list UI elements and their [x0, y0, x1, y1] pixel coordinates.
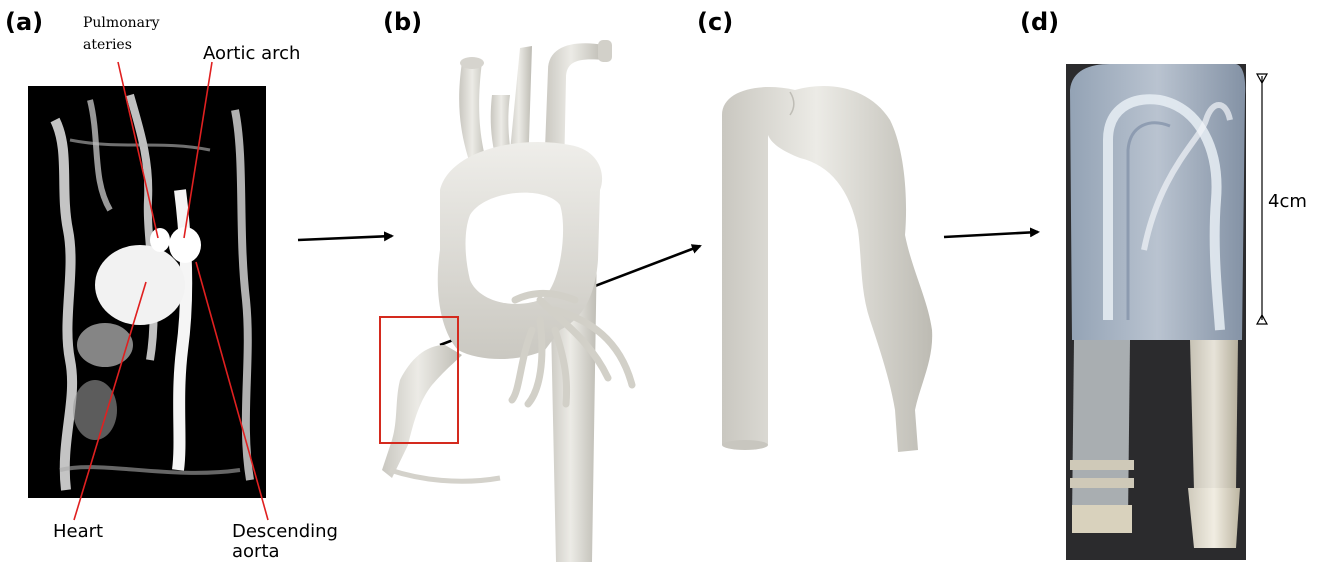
mri-image: [28, 86, 266, 498]
label-pulmonary-line2: ateries: [83, 34, 160, 56]
label-aortic-arch: Aortic arch: [203, 44, 300, 64]
panel-label-b: (b): [383, 8, 422, 36]
label-scale-4cm: 4cm: [1268, 192, 1307, 212]
label-descending-aorta: Descending aorta: [232, 522, 338, 562]
arrow-c-to-d: [944, 232, 1038, 237]
panel-label-d: (d): [1020, 8, 1059, 36]
panel-label-c: (c): [697, 8, 733, 36]
label-pulmonary-arteries: Pulmonary ateries: [83, 12, 160, 56]
label-descending-line1: Descending: [232, 522, 338, 542]
label-pulmonary-line1: Pulmonary: [83, 12, 160, 34]
arrow-a-to-b: [298, 236, 392, 240]
panel-label-a: (a): [5, 8, 43, 36]
label-heart: Heart: [53, 522, 103, 542]
aorta-model: [380, 40, 632, 562]
segmented-arch: [722, 86, 932, 452]
label-descending-line2: aorta: [232, 542, 338, 562]
scale-bar: [1257, 74, 1267, 324]
phantom-photo: [1066, 64, 1246, 560]
